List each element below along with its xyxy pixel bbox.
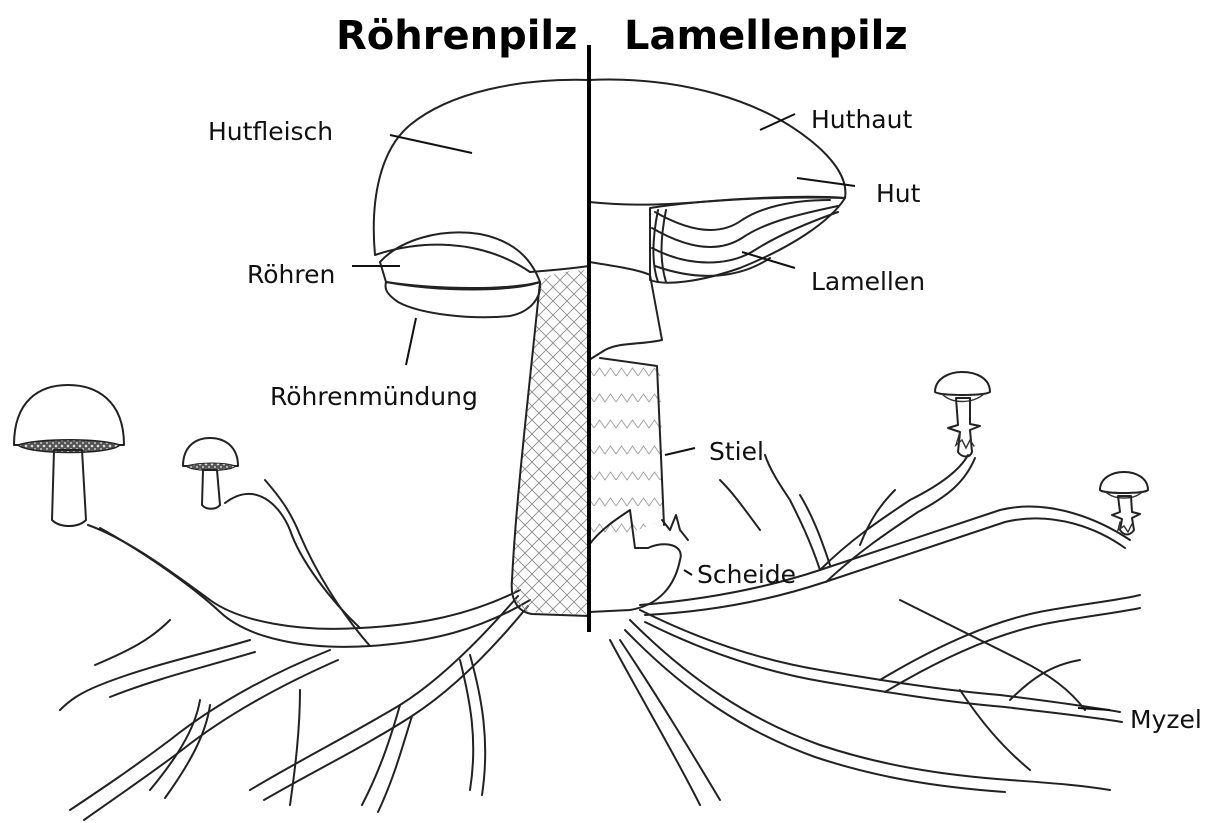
- small-agaric-2: [1100, 472, 1148, 535]
- small-boletus-2: [183, 438, 238, 509]
- small-boletus-1: [14, 385, 124, 526]
- roehrenpilz-half: [374, 80, 589, 616]
- label-roehren: Röhren: [247, 262, 335, 287]
- mycelium-left: [60, 480, 530, 820]
- title-lamellenpilz: Lamellenpilz: [624, 16, 908, 56]
- label-roehrenmuendung: Röhrenmündung: [270, 384, 478, 409]
- label-lamellen: Lamellen: [811, 269, 925, 294]
- mycelium-right: [610, 455, 1140, 805]
- label-hutfleisch: Hutfleisch: [208, 119, 333, 144]
- label-hut: Hut: [876, 181, 920, 206]
- label-myzel: Myzel: [1130, 707, 1202, 732]
- lamellenpilz-half: [589, 80, 845, 612]
- title-roehrenpilz: Röhrenpilz: [336, 16, 577, 56]
- small-agaric-1: [935, 372, 990, 457]
- label-huthaut: Huthaut: [811, 107, 912, 132]
- label-stiel: Stiel: [709, 439, 764, 464]
- label-scheide: Scheide: [697, 562, 796, 587]
- leader-lines: [352, 114, 1110, 710]
